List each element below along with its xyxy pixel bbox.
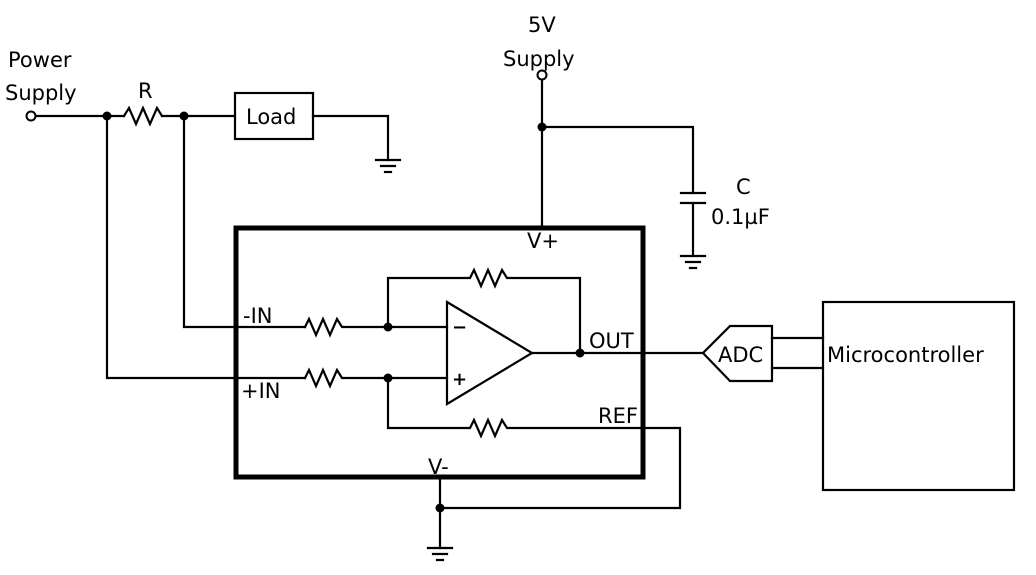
in-minus-label: -IN: [243, 304, 272, 328]
sense-resistor-label: R: [138, 79, 153, 103]
supply-5v-label: 5V: [528, 13, 556, 37]
opamp-triangle: [445, 300, 535, 406]
ref-label: REF: [598, 404, 638, 428]
load-label: Load: [246, 105, 296, 129]
capacitor-name-label: C: [736, 175, 751, 199]
input-resistor-plus: [303, 367, 449, 389]
input-resistor-minus: [303, 316, 449, 338]
ground-icon: [426, 546, 454, 562]
out-label: OUT: [589, 329, 634, 353]
junction-dot: [435, 503, 445, 513]
supply-5v-terminal: [536, 69, 548, 81]
microcontroller-box: [821, 300, 1016, 492]
v-plus-label: V+: [527, 229, 559, 253]
power-supply-label: Power: [8, 48, 72, 72]
ground-icon: [679, 254, 707, 270]
sense-resistor-r: [122, 105, 164, 127]
in-plus-label: +IN: [241, 379, 281, 403]
capacitor-c: [679, 191, 707, 205]
opamp-inverting-sign: −: [452, 317, 467, 338]
v-minus-label: V-: [428, 455, 449, 479]
wire-load-to-ground: [311, 114, 390, 162]
microcontroller-label: Microcontroller: [827, 343, 984, 367]
opamp-noninverting-sign: +: [452, 369, 467, 390]
reference-resistor: [386, 376, 682, 510]
wire-5v-to-cap: [540, 125, 695, 195]
supply-5v-label: Supply: [503, 47, 575, 71]
adc-block: [701, 324, 774, 383]
wire-minus-in: [182, 114, 307, 329]
ground-icon: [374, 158, 402, 174]
power-supply-terminal: [25, 110, 37, 122]
feedback-resistor: [386, 267, 582, 355]
power-supply-label: Supply: [5, 81, 77, 105]
adc-label: ADC: [718, 343, 763, 367]
junction-dot: [575, 348, 585, 358]
capacitor-value-label: 0.1µF: [711, 205, 770, 229]
wire-plus-in: [105, 114, 307, 380]
